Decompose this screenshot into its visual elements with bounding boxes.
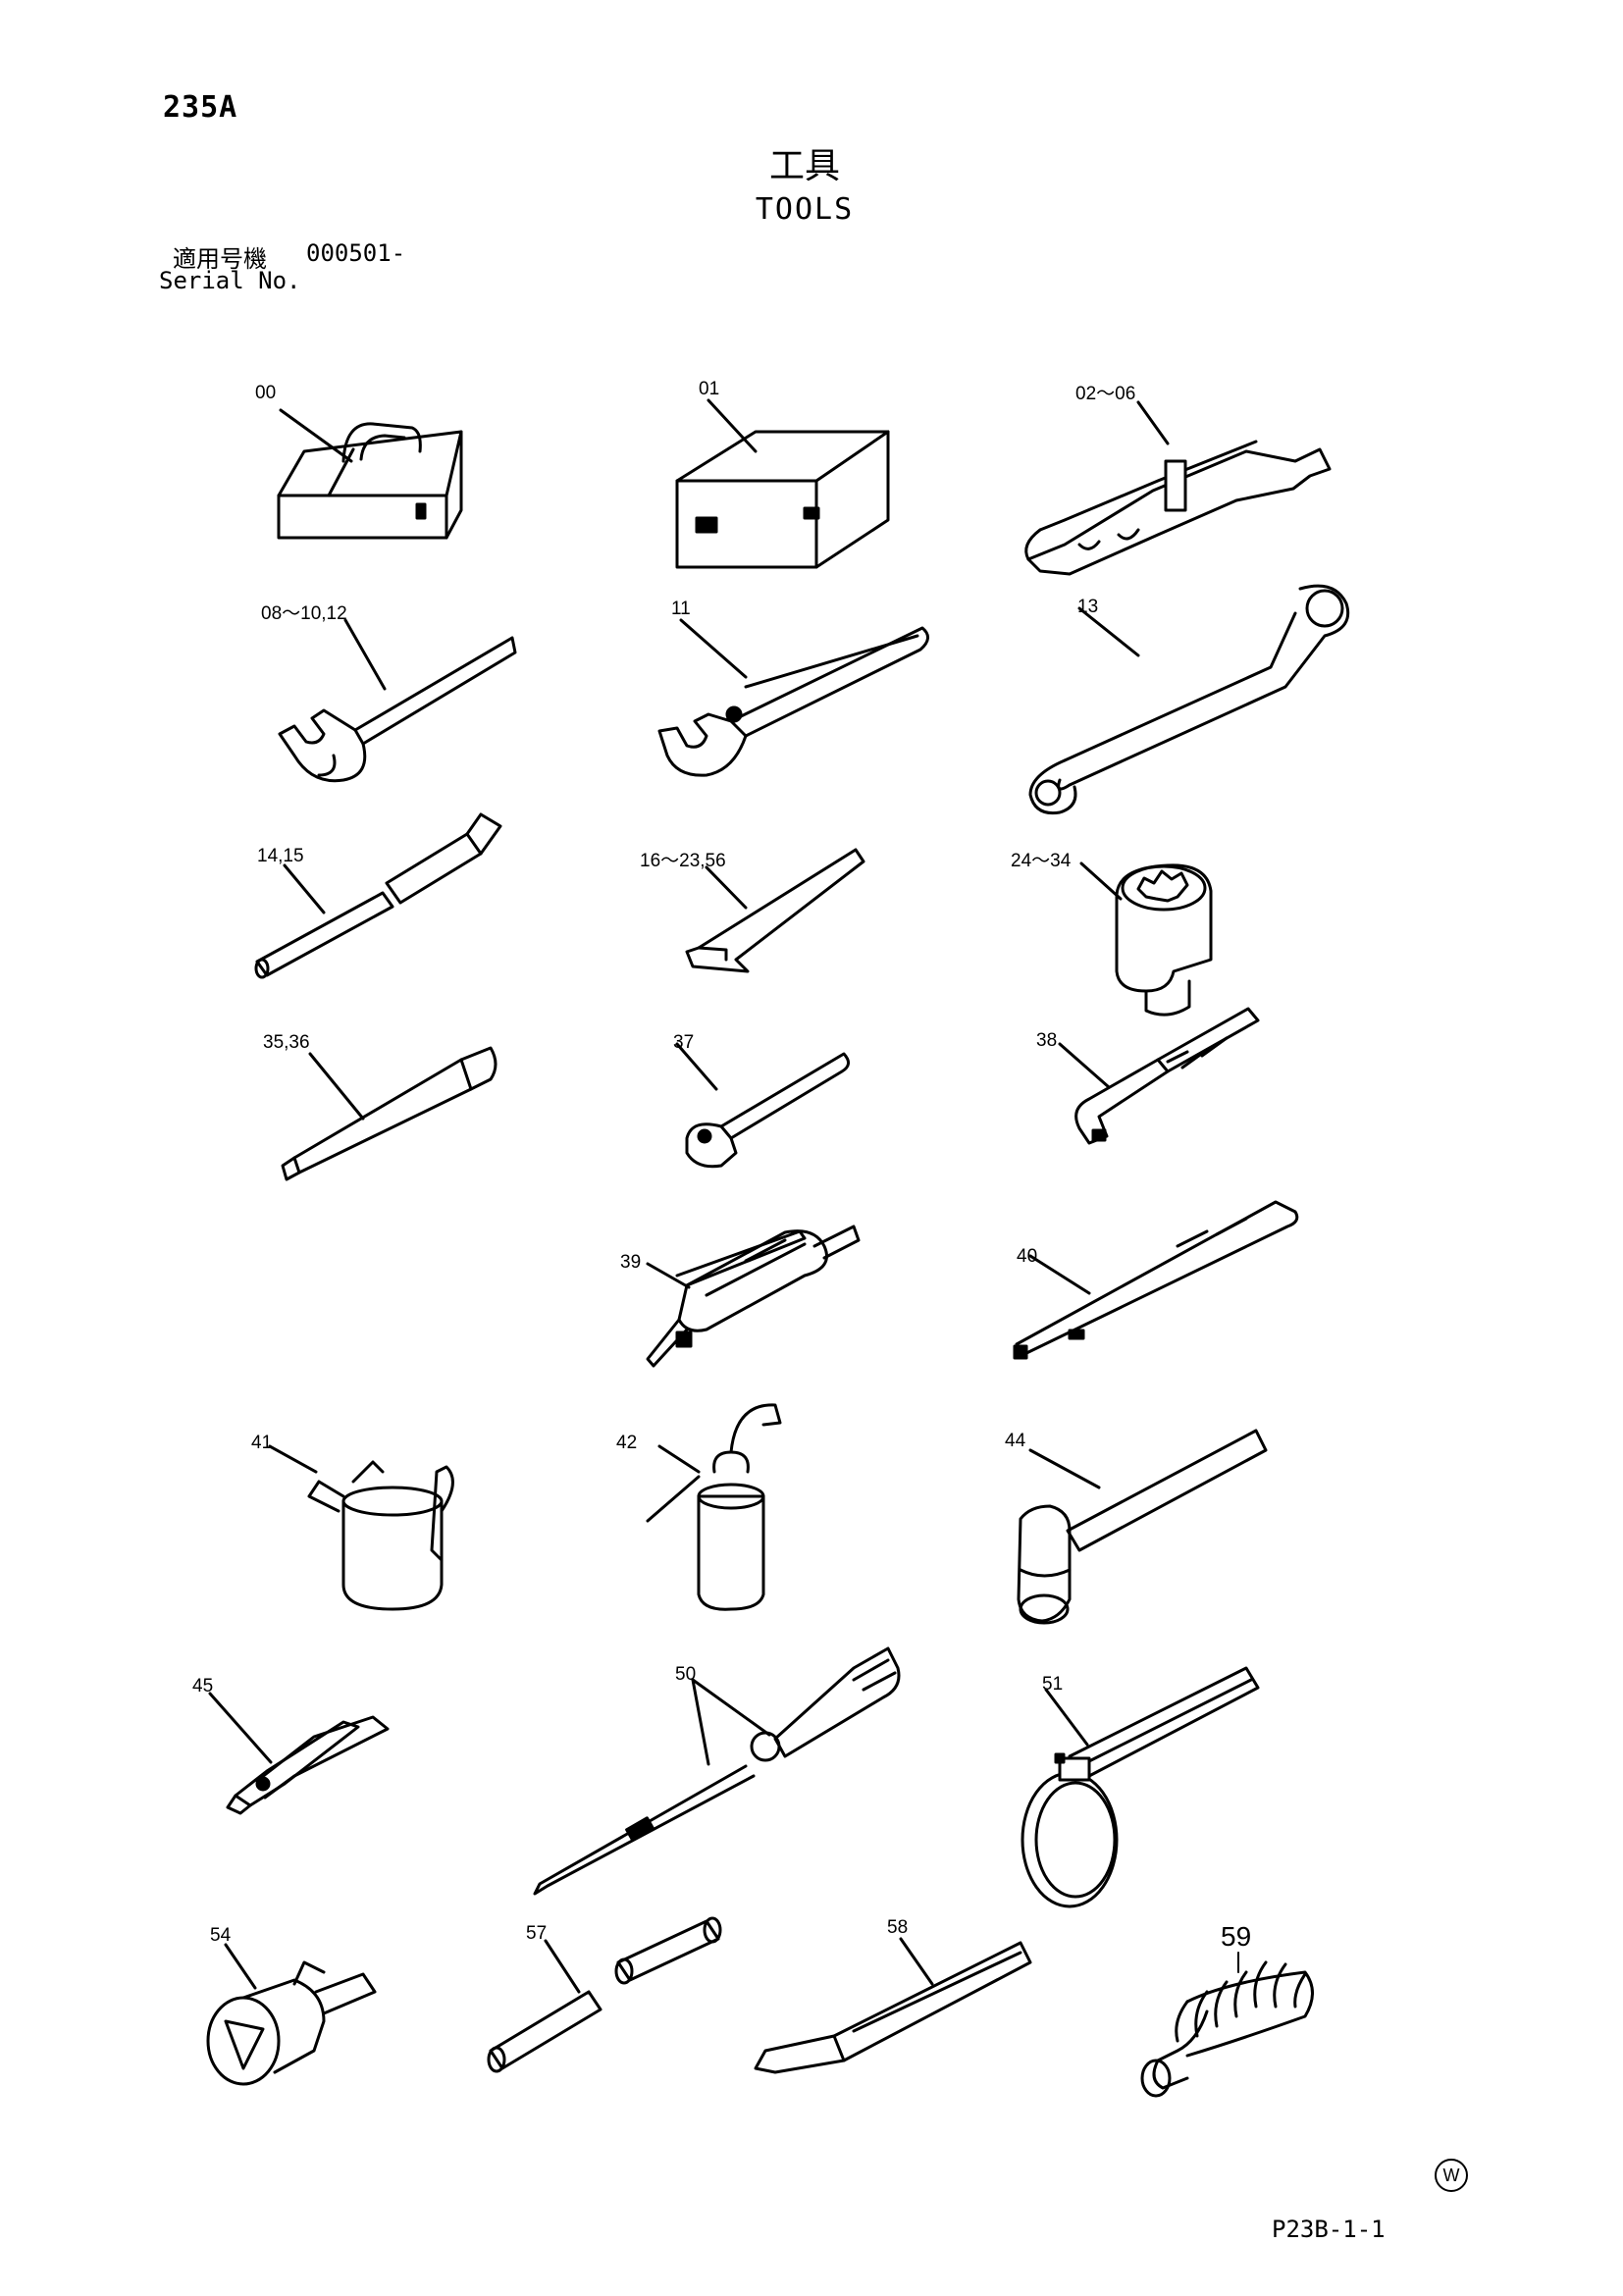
callout-08-10-12: 08～10,12 (261, 603, 347, 624)
callout-59: 59 (1221, 1921, 1252, 1952)
pipe-drawing (487, 1916, 722, 2073)
page-reference: P23B-1-1 (1272, 2216, 1386, 2243)
chisel-drawing (754, 1937, 1032, 2074)
tool-box-hinged-drawing (277, 408, 463, 540)
pliers-drawing (208, 1692, 390, 1815)
filter-wrench-drawing (1021, 1666, 1260, 1908)
impact-socket-drawing (206, 1943, 377, 2086)
callout-51: 51 (1042, 1674, 1064, 1695)
page-code: 235A (163, 90, 238, 125)
grease-gun-drawing (646, 1225, 861, 1368)
callout-35-36: 35,36 (263, 1032, 310, 1053)
oiler-drawing (646, 1403, 782, 1611)
callout-14-15: 14,15 (257, 846, 304, 866)
serial-number-value: 000501- (306, 239, 406, 267)
callout-39: 39 (620, 1252, 642, 1273)
wrench-set-drawing (1024, 400, 1332, 576)
callout-58: 58 (887, 1917, 909, 1938)
socket-drawing (1079, 861, 1213, 1017)
box-wrench-drawing (1028, 584, 1350, 815)
torque-wrench-drawing (1013, 1200, 1299, 1360)
callout-40: 40 (1017, 1246, 1038, 1267)
callout-50: 50 (675, 1664, 697, 1685)
w-mark: W (1435, 2159, 1468, 2192)
extension-bar-drawing (281, 1046, 497, 1181)
tool-box-drawing (675, 398, 890, 569)
callout-38: 38 (1036, 1030, 1058, 1051)
title-english: TOOLS (755, 192, 855, 227)
serial-label-english: Serial No. (159, 267, 301, 294)
single-end-wrench-drawing (278, 618, 517, 783)
hex-key-drawing (685, 848, 865, 973)
callout-16-23-56: 16～23,56 (640, 851, 726, 871)
spiral-spring-drawing (1140, 1952, 1314, 2098)
callout-41: 41 (251, 1433, 273, 1453)
callout-57: 57 (526, 1923, 548, 1944)
serial-label-japanese: 適用号機 (173, 245, 267, 273)
ratchet-handle-drawing (675, 1042, 850, 1169)
title-japanese: 工具 (768, 146, 840, 186)
bar-drawing (254, 812, 502, 979)
callout-00: 00 (255, 383, 277, 403)
callout-24-34: 24～34 (1011, 851, 1072, 871)
screwdriver-drawing (533, 1646, 901, 1896)
speed-handle-drawing (1058, 1007, 1260, 1145)
callout-44: 44 (1005, 1431, 1026, 1451)
callout-11: 11 (671, 599, 691, 619)
callout-13: 13 (1077, 597, 1099, 617)
hook-wrench-drawing (657, 618, 929, 777)
oil-jug-drawing (268, 1444, 454, 1611)
hammer-drawing (1017, 1429, 1268, 1625)
callout-37: 37 (673, 1032, 695, 1053)
callout-54: 54 (210, 1925, 232, 1946)
callout-42: 42 (616, 1433, 638, 1453)
callout-01: 01 (699, 379, 720, 399)
callout-02-06: 02～06 (1075, 384, 1136, 404)
callout-45: 45 (192, 1676, 214, 1696)
